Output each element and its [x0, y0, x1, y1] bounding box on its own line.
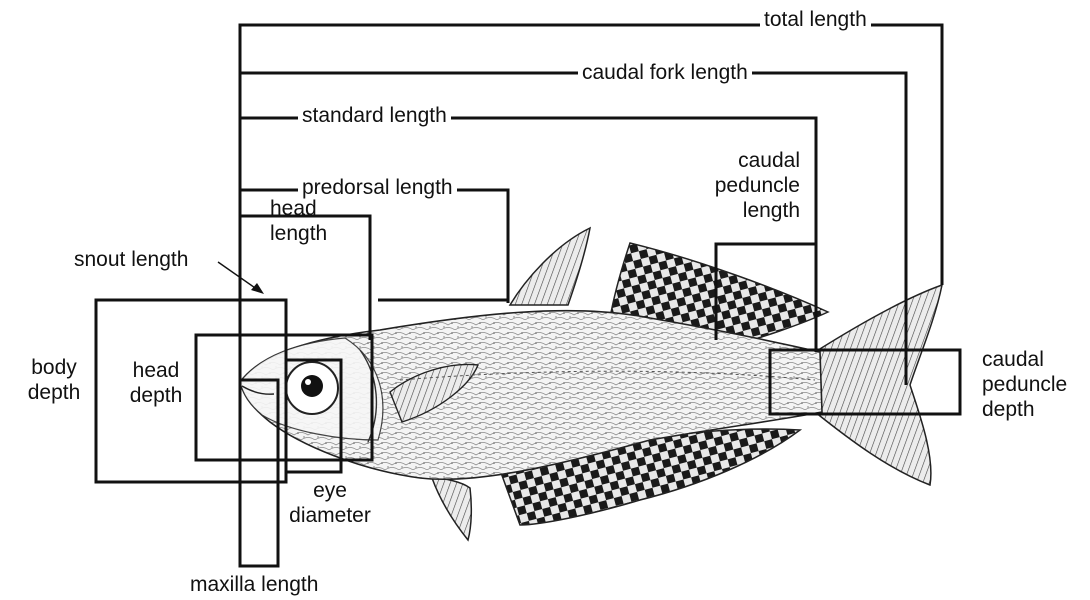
- caudal-peduncle-length-label-line1: caudal: [690, 148, 800, 173]
- standard-length-label: standard length: [298, 103, 451, 128]
- eye-diameter-label-line2: diameter: [280, 503, 380, 528]
- body-depth-label-line1: body: [26, 355, 82, 380]
- caudal-peduncle-length-label-line2: peduncle: [690, 173, 800, 198]
- caudal-peduncle-depth-label: caudal peduncle depth: [982, 347, 1067, 423]
- pupil: [301, 375, 323, 397]
- maxilla-length-label: maxilla length: [190, 572, 318, 597]
- head-length-label-line1: head: [270, 196, 327, 221]
- first-dorsal-fin: [510, 228, 590, 305]
- caudal-peduncle-length-label-line3: length: [690, 198, 800, 223]
- caudal-fork-length-label: caudal fork length: [578, 60, 752, 85]
- pelvic-fin: [432, 478, 471, 540]
- head-length-label: head length: [270, 196, 327, 246]
- eye-diameter-label-line1: eye: [280, 478, 380, 503]
- caudal-fin: [815, 285, 942, 485]
- eye-diameter-label: eye diameter: [280, 478, 380, 528]
- body-depth-label-line2: depth: [26, 380, 82, 405]
- head-depth-label-line2: depth: [124, 383, 188, 408]
- caudal-peduncle-depth-label-line3: depth: [982, 397, 1067, 422]
- head-depth-label: head depth: [124, 358, 188, 408]
- body-depth-label: body depth: [26, 355, 82, 405]
- snout-length-label: snout length: [74, 247, 188, 272]
- caudal-peduncle-length-label: caudal peduncle length: [690, 148, 800, 224]
- caudal-peduncle-depth-label-line1: caudal: [982, 347, 1067, 372]
- head-length-label-line2: length: [270, 221, 327, 246]
- caudal-peduncle-depth-label-line2: peduncle: [982, 372, 1067, 397]
- head-depth-label-line1: head: [124, 358, 188, 383]
- total-length-label: total length: [760, 7, 871, 32]
